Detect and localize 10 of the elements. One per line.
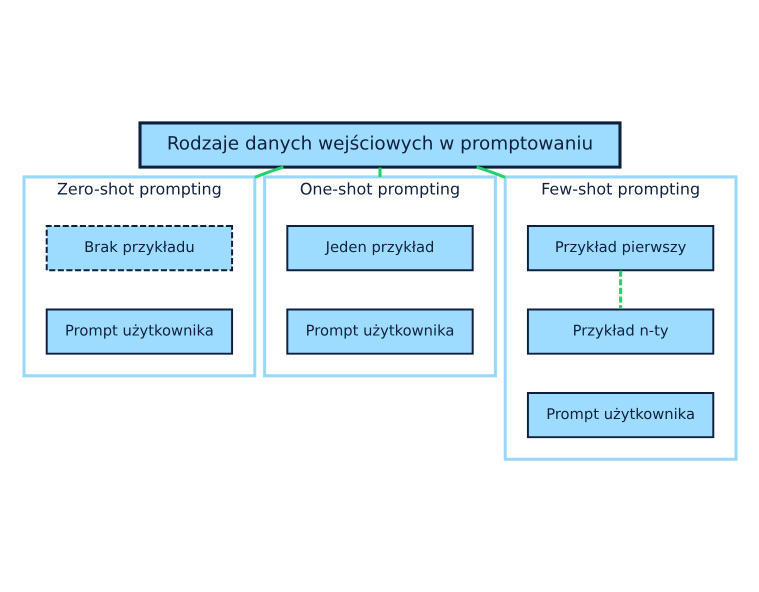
- node-box: Prompt użytkownika: [286, 308, 474, 355]
- node-box: Przykład pierwszy: [526, 225, 714, 272]
- connector: [618, 270, 622, 309]
- node-box: Rodzaje danych wejściowych w promptowaniu: [138, 121, 622, 169]
- connector: [378, 168, 382, 177]
- node-box: Przykład n-ty: [526, 308, 714, 355]
- node-box: Prompt użytkownika: [526, 392, 714, 438]
- node-box: Jeden przykład: [286, 225, 474, 272]
- node-box: Prompt użytkownika: [45, 308, 233, 355]
- node-box: Brak przykładu: [45, 225, 233, 272]
